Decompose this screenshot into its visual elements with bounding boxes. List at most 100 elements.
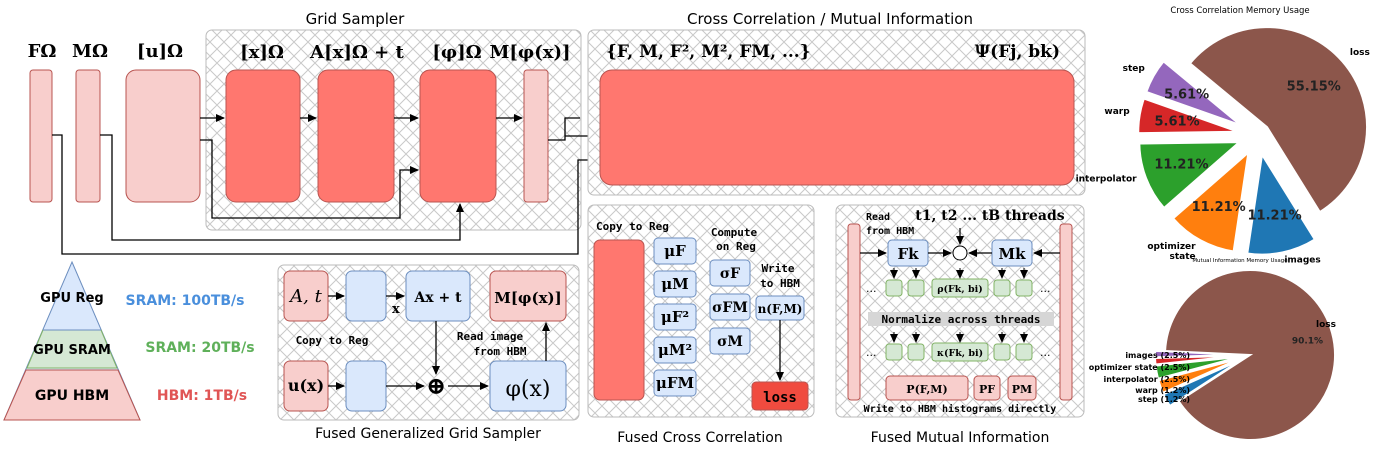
mi-top-arrows (860, 228, 1060, 257)
mu-stat-label: μM (661, 275, 689, 293)
reg-block-2 (345, 360, 387, 412)
sigma-stat-label: σM (717, 334, 743, 350)
thread-cell (993, 279, 1011, 297)
thread-cell (993, 343, 1011, 361)
sigma-stat-box (709, 293, 751, 321)
fused-mi-title: Fused Mutual Information (871, 430, 1050, 446)
ax-block (405, 270, 471, 322)
m-phi-bar (523, 69, 549, 203)
sigma-stats: σF σFM σM (709, 259, 751, 355)
pie-percent-label: 5.61% (1164, 88, 1209, 103)
pie-percent-label: 55.15% (1287, 79, 1341, 94)
pfm-label: P(F,M) (906, 383, 947, 396)
sigma-stat-box (709, 327, 751, 355)
m-omega-label: MΩ (72, 41, 108, 62)
ellipsis: ... (1040, 346, 1051, 359)
pm-label: PM (1012, 383, 1032, 396)
ux-label: u(x) (288, 376, 324, 395)
pie-category-label: optimizer state (2.5%) (1089, 363, 1190, 372)
x-omega-block (225, 69, 301, 203)
pie-slice (1188, 26, 1369, 214)
m-omega-bar (75, 69, 101, 203)
cross-corr-title: Cross Correlation / Mutual Information (687, 10, 973, 28)
sram-bandwidth-2: SRAM: 20TB/s (145, 340, 254, 356)
mu-stat-label: μM² (658, 341, 692, 359)
mu-stat-box (653, 369, 697, 397)
kernel-cell (931, 342, 989, 362)
phi-block (489, 360, 567, 412)
ax-label: Ax + t (413, 290, 462, 306)
pie-category-label: step (1.2%) (1138, 395, 1190, 404)
pyramid-hbm-label: GPU HBM (35, 388, 109, 404)
write-histograms-label: Write to HBM histograms directly (864, 403, 1057, 415)
from-hbm-label: from HBM (474, 345, 527, 358)
phi-label: φ(x) (506, 377, 551, 402)
cc-copy-label: Copy to Reg (596, 220, 669, 233)
thread-cell (907, 279, 925, 297)
mphi-block (489, 270, 567, 322)
pfm-block (885, 375, 969, 401)
kernel-label: ρ(Fk, bi) (937, 284, 983, 295)
pf-block (973, 375, 1001, 401)
pyramid-hbm (3, 369, 141, 421)
threads-label: t1, t2 ... tB threads (915, 208, 1064, 224)
thread-cell (907, 343, 925, 361)
mphi-label: M[φ(x)] (494, 289, 562, 307)
psi-label: Ψ(Fj, bk) (975, 42, 1060, 62)
x-small-label: x (392, 302, 400, 317)
m-phi-label: M[φ(x)] (489, 42, 570, 63)
mi-left-bar (847, 223, 861, 401)
pie-percent-label: 11.21% (1248, 208, 1302, 223)
kernel-label: κ(Fk, bi) (937, 348, 983, 359)
pie-slice (1157, 357, 1241, 395)
pie-category-label: images (2.5%) (1125, 351, 1190, 360)
mu-stat-label: μF (664, 242, 686, 260)
thread-cell (885, 343, 903, 361)
stats-set-label: {F, M, F², M², FM, ...} (606, 42, 811, 62)
normalize-bar (868, 312, 1054, 326)
fused-grid-title: Fused Generalized Grid Sampler (315, 426, 541, 442)
pie-slice (1138, 141, 1243, 210)
n-label: n(F,M) (758, 302, 803, 316)
pie-percent-label: 11.21% (1154, 157, 1208, 172)
to-hbm-label: to HBM (760, 277, 800, 290)
pie-slice (1153, 349, 1241, 359)
ax-omega-label: A[x]Ω + t (309, 42, 404, 63)
mi-thread-row-2: ... κ(Fk, bi)... (866, 332, 1051, 362)
mu-stat-box (653, 270, 697, 298)
u-omega-label: [u]Ω (137, 41, 183, 62)
pyramid-reg-label: GPU Reg (40, 291, 103, 306)
pie-category-label: warp (1104, 107, 1130, 117)
fk-label: Fk (897, 245, 919, 263)
sigma-stat-label: σF (720, 266, 740, 282)
combine-node (952, 245, 968, 261)
loss-block (751, 381, 809, 411)
pm-block (1007, 375, 1037, 401)
u-omega-block (125, 69, 201, 203)
sigma-stat-label: σFM (712, 300, 748, 316)
mu-stat-box (653, 237, 697, 265)
mu-stat-box (653, 336, 697, 364)
grid-sampler-arrows (52, 114, 599, 255)
f-omega-bar (29, 69, 53, 203)
pie-category-label: warp (1.2%) (1135, 386, 1190, 395)
pie-category-label: interpolator (2.5%) (1103, 375, 1190, 384)
ellipsis: ... (866, 346, 877, 359)
ellipsis: ... (1040, 282, 1051, 295)
fused-cc-title: Fused Cross Correlation (617, 430, 782, 446)
pie-category-label: loss (1316, 320, 1336, 330)
pie-slice (1137, 97, 1239, 135)
loss-label: loss (763, 390, 797, 406)
pie-slice (1154, 355, 1241, 380)
cc-image-block (593, 239, 645, 401)
pie-slice (1162, 358, 1242, 408)
fused-grid-arrows (328, 292, 550, 390)
pie1-title: Cross Correlation Memory Usage (1170, 6, 1309, 16)
x-omega-label: [x]Ω (240, 42, 284, 63)
mu-stat-label: μFM (656, 374, 694, 392)
pie-category-label: interpolator (1076, 175, 1138, 185)
pie-slice (1144, 60, 1242, 127)
copy-to-reg-label: Copy to Reg (296, 334, 369, 347)
